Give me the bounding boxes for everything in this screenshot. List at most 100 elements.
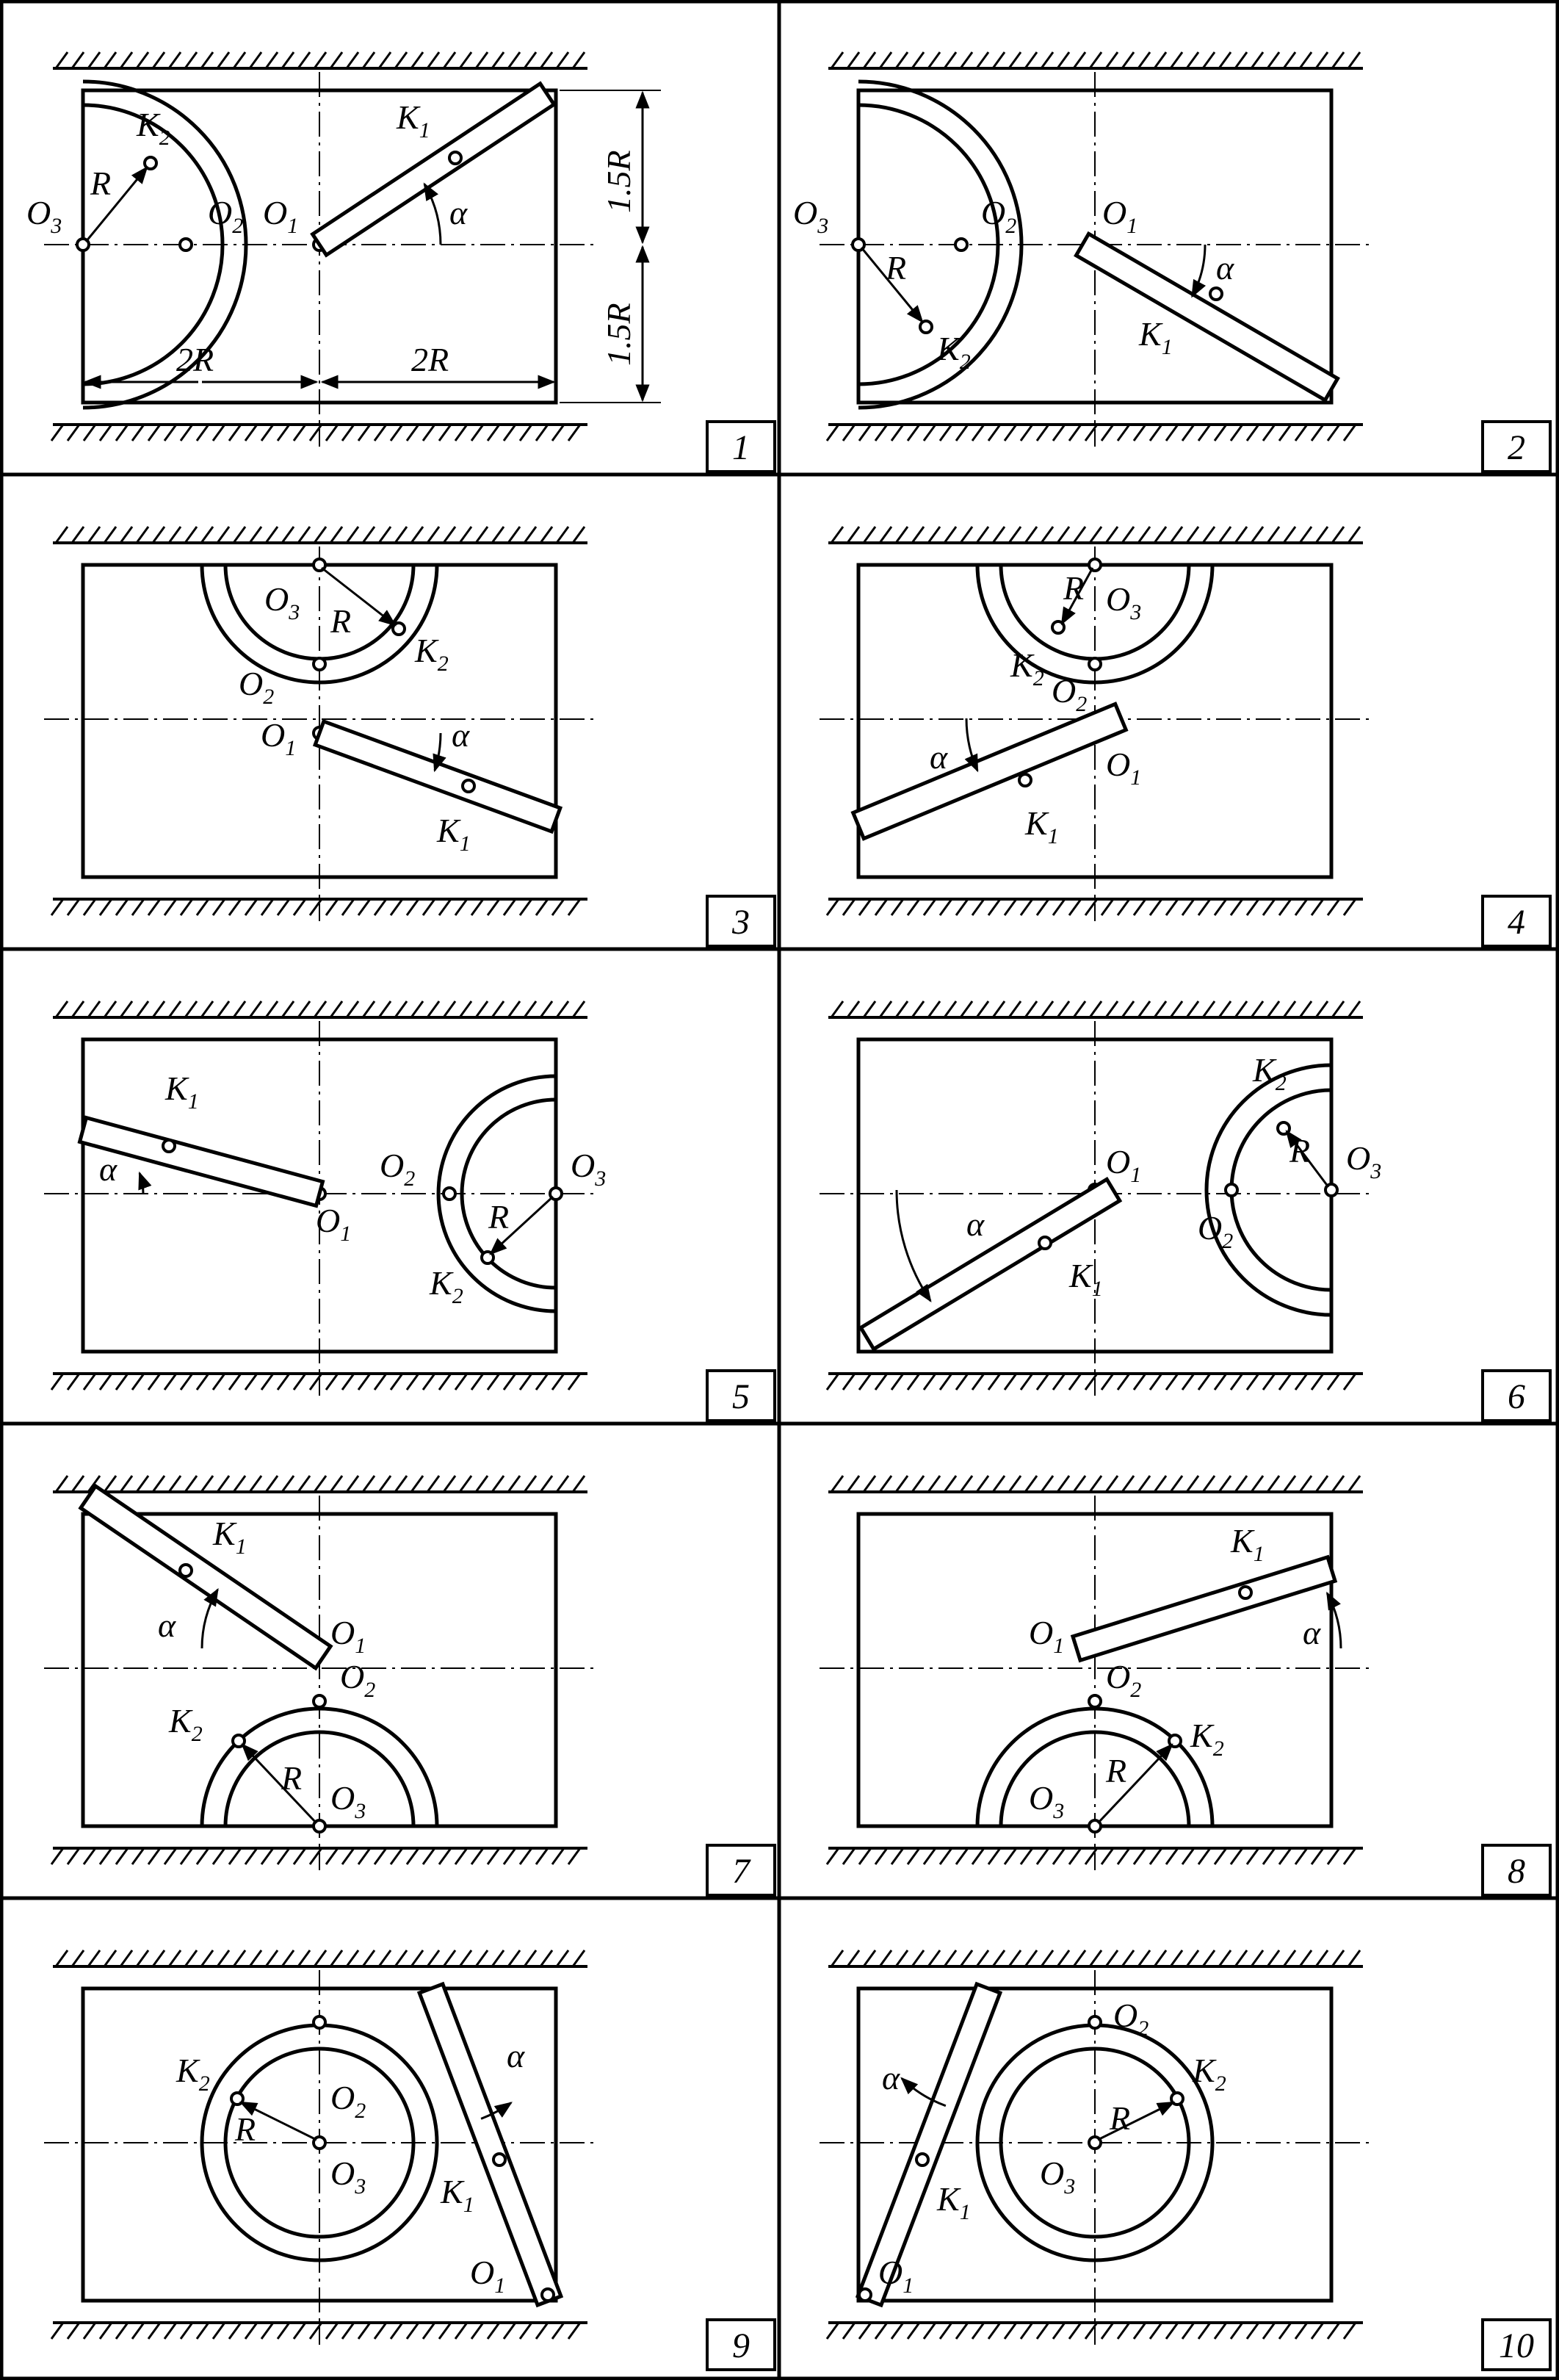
alpha-arrow — [200, 1587, 219, 1649]
panel-number: 5 — [732, 1377, 750, 1416]
label-alpha: α — [882, 2059, 900, 2096]
ground-hatching — [830, 51, 1361, 69]
label-k2: K2 — [136, 106, 170, 150]
label-o3: O3 — [1346, 1139, 1381, 1183]
point-k1 — [178, 1563, 193, 1578]
label-alpha: α — [507, 2037, 525, 2074]
half-ring — [436, 1074, 557, 1313]
point-k1 — [461, 779, 476, 793]
label-k2: K2 — [1192, 2052, 1226, 2096]
label-alpha: α — [449, 194, 468, 231]
label-o1: O1 — [1029, 1614, 1064, 1658]
radius-arrow — [321, 566, 397, 627]
rod — [858, 1177, 1123, 1352]
rod — [312, 718, 563, 834]
label-k2: K2 — [176, 2052, 210, 2096]
label-o3: O3 — [571, 1147, 606, 1191]
point-k1 — [1209, 286, 1223, 301]
label-o2: O2 — [1113, 1997, 1149, 2041]
alpha-arrow — [433, 732, 446, 773]
half-ring — [200, 564, 439, 685]
ground-hatching — [54, 1000, 586, 1018]
ground-hatching — [50, 424, 582, 441]
radius-arrow — [489, 1195, 554, 1255]
radius-arrow — [239, 2101, 317, 2141]
label-o1: O1 — [263, 194, 298, 238]
label-k1: K1 — [436, 812, 471, 856]
panel-number: 3 — [731, 903, 750, 942]
half-ring-inner — [460, 1097, 557, 1290]
label-r: R — [1105, 1752, 1126, 1789]
label-o1: O1 — [316, 1202, 351, 1246]
point-o2 — [312, 657, 327, 671]
alpha-arrow — [423, 182, 442, 245]
ground-hatching — [50, 2322, 582, 2340]
label-k1: K1 — [164, 1070, 199, 1114]
radius-arrow — [1285, 1130, 1330, 1188]
point-o2 — [178, 237, 193, 252]
label-r: R — [1109, 2099, 1130, 2137]
panel-number-box — [706, 420, 776, 473]
alpha-arrow — [1325, 1591, 1342, 1649]
label-r: R — [488, 1198, 509, 1236]
label-alpha: α — [930, 738, 948, 776]
label-k2: K2 — [168, 1702, 203, 1746]
ground-hatching — [54, 51, 586, 69]
dim-1-5r-top: 1.5R — [600, 150, 637, 213]
point-o2 — [1088, 1694, 1102, 1709]
ground-hatching — [54, 1475, 586, 1493]
panel-number-box — [706, 1844, 776, 1897]
rod — [77, 1115, 325, 1208]
panel-number: 1 — [732, 428, 750, 467]
point-k1 — [1238, 1585, 1253, 1600]
radius-arrow — [1097, 2101, 1176, 2141]
label-o3: O3 — [264, 580, 300, 624]
point-k1 — [448, 151, 463, 165]
point-o2 — [1224, 1183, 1239, 1197]
panel-number: 6 — [1508, 1377, 1525, 1416]
rod — [1074, 231, 1340, 403]
point-o2 — [1088, 2015, 1102, 2030]
label-r: R — [885, 249, 906, 286]
label-alpha: α — [452, 716, 470, 754]
radius-arrow — [1060, 567, 1094, 626]
dim-2r-right: 2R — [411, 341, 449, 378]
point-o2 — [442, 1186, 457, 1201]
radius-arrow — [860, 247, 924, 323]
radius-arrow — [1096, 1743, 1173, 1825]
dim-1-5r-bottom: 1.5R — [600, 303, 637, 366]
label-k2: K2 — [414, 632, 449, 676]
panel-number-box — [1481, 895, 1552, 948]
label-o1: O1 — [878, 2254, 914, 2298]
half-ring-inner — [82, 103, 225, 386]
label-alpha: α — [1216, 249, 1234, 286]
ground-hatching — [825, 1373, 1357, 1391]
half-ring-inner — [999, 1730, 1191, 1827]
label-k2: K2 — [1252, 1051, 1287, 1095]
half-ring — [1204, 1063, 1332, 1317]
label-k1: K1 — [1068, 1257, 1103, 1301]
label-r: R — [234, 2110, 256, 2148]
label-k1: K1 — [1138, 315, 1173, 359]
ground-hatching — [825, 1847, 1357, 1865]
label-k2: K2 — [936, 330, 971, 374]
radius-arrow — [241, 1743, 318, 1825]
half-ring-inner — [223, 1730, 416, 1827]
half-ring — [82, 79, 248, 410]
label-alpha: α — [1303, 1614, 1321, 1651]
point-o2 — [312, 1694, 327, 1709]
rod — [78, 1483, 333, 1671]
ring-inner — [223, 2047, 416, 2239]
label-o3: O3 — [26, 194, 62, 238]
ground-hatching — [825, 2322, 1357, 2340]
ground-hatching — [825, 424, 1357, 441]
label-k1: K1 — [396, 98, 430, 143]
panel-number-box — [706, 2318, 776, 2371]
